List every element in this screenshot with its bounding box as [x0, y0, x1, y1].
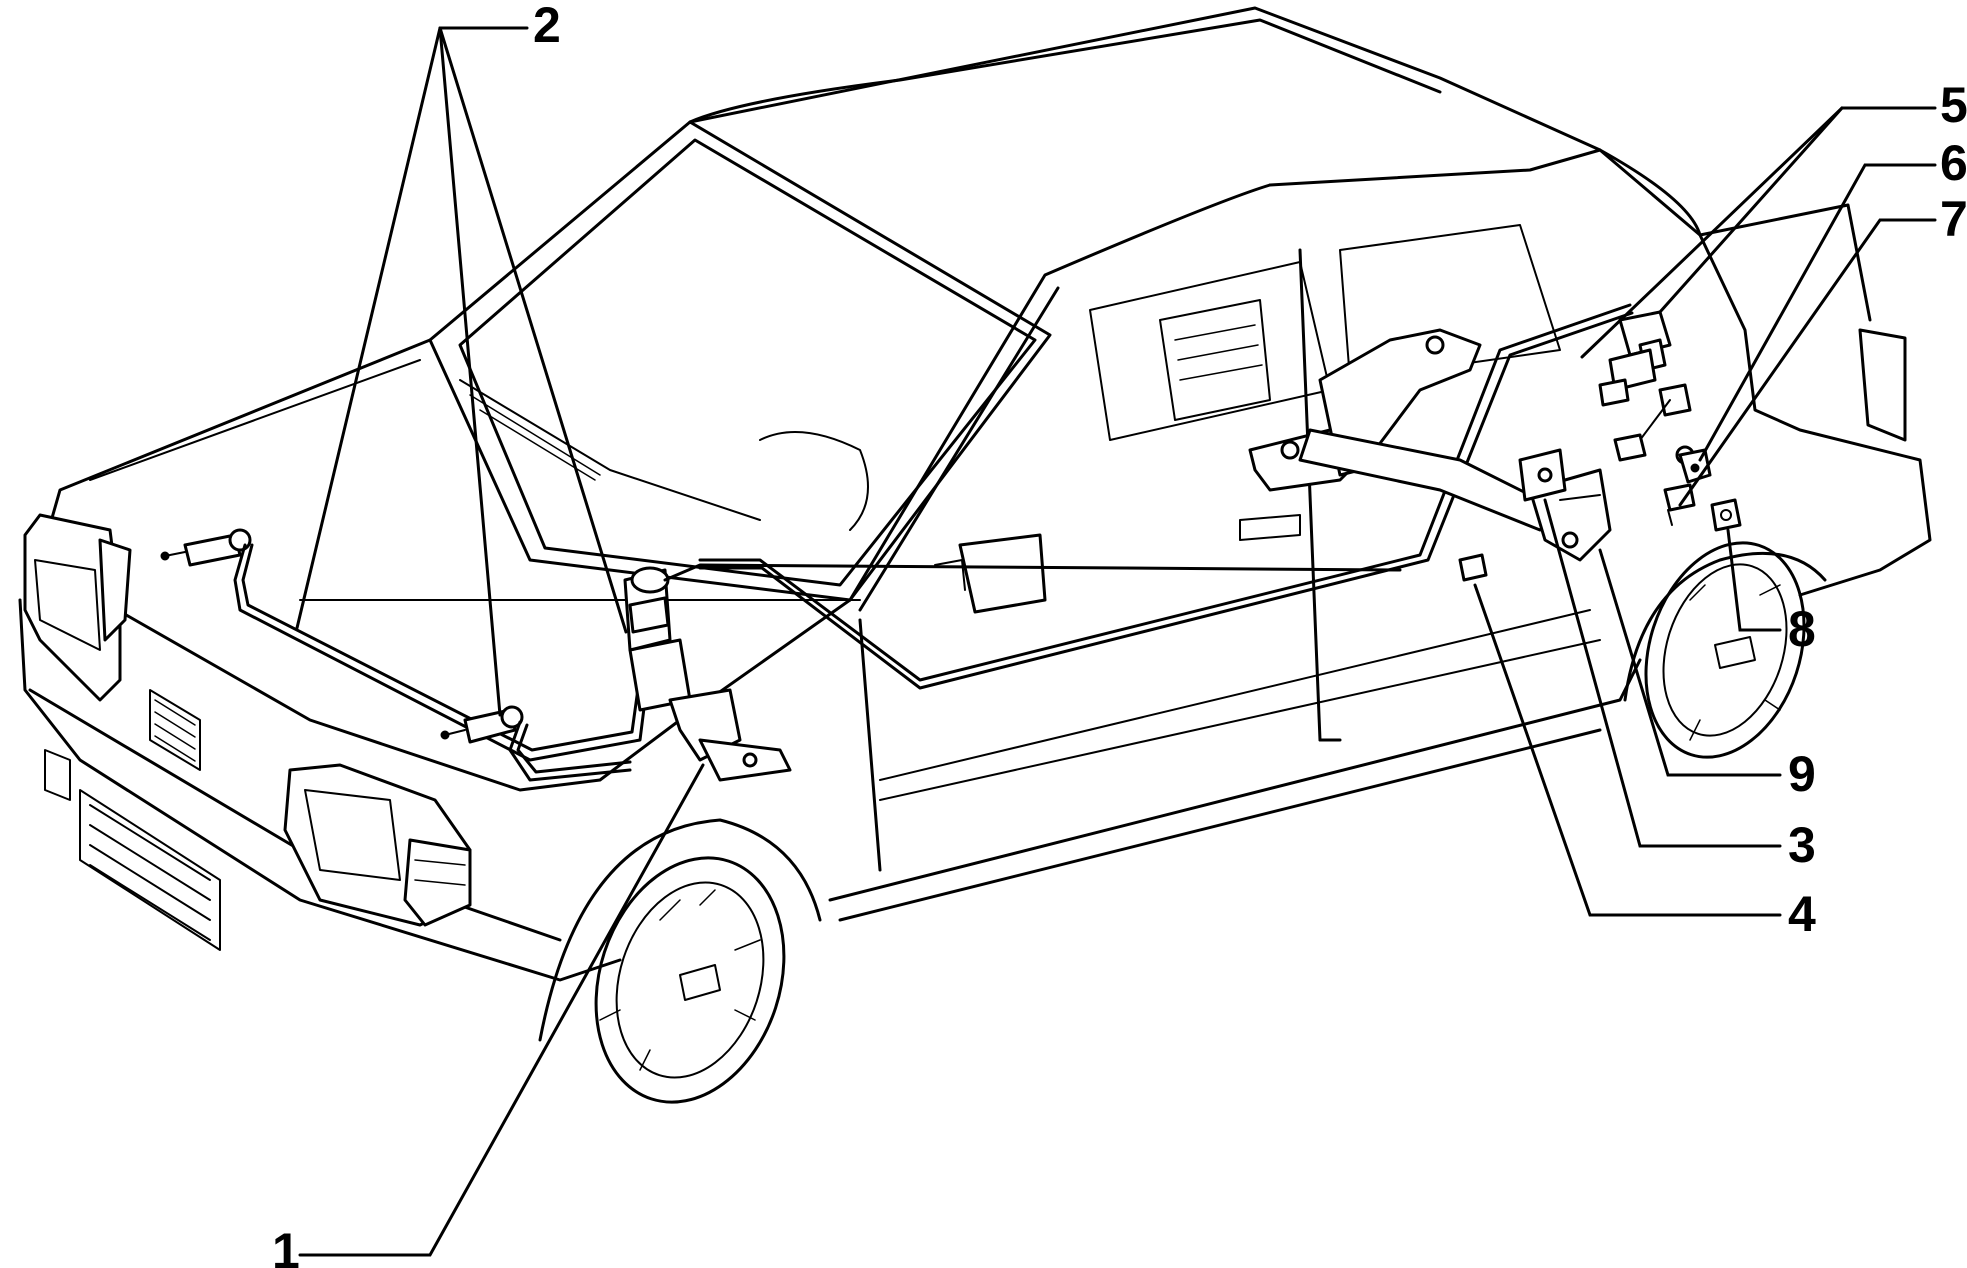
- rear-axle-assembly: [1248, 328, 1562, 532]
- headlamp-control-unit: [623, 563, 1402, 782]
- callout-labels: 2 1 5 6 7 8 9 3 4: [272, 0, 1967, 1268]
- leader-lines: [295, 26, 1937, 1257]
- callout-8: 8: [1788, 601, 1816, 657]
- callout-3: 3: [1788, 817, 1816, 873]
- nut-7: [1663, 483, 1696, 526]
- right-headlamp: [283, 763, 472, 927]
- callout-7: 7: [1940, 191, 1967, 247]
- left-headlamp: [23, 513, 132, 702]
- clip-6: [1678, 448, 1712, 484]
- bush-8: [1710, 498, 1742, 532]
- callout-5: 5: [1940, 77, 1967, 133]
- rear-bracket-3: [1518, 448, 1567, 502]
- rear-connecting-pipe: [698, 303, 1634, 690]
- callout-9: 9: [1788, 746, 1816, 802]
- callout-4: 4: [1788, 886, 1816, 942]
- right-headlamp-actuator: [440, 705, 632, 782]
- callout-1: 1: [272, 1223, 300, 1268]
- grommet-4: [1458, 553, 1488, 582]
- rear-sensor-valve: [1598, 310, 1695, 465]
- callout-2: 2: [533, 0, 561, 53]
- left-headlamp-actuator: [160, 528, 652, 762]
- callout-6: 6: [1940, 135, 1967, 191]
- car-body-outline: [18, 6, 1932, 1104]
